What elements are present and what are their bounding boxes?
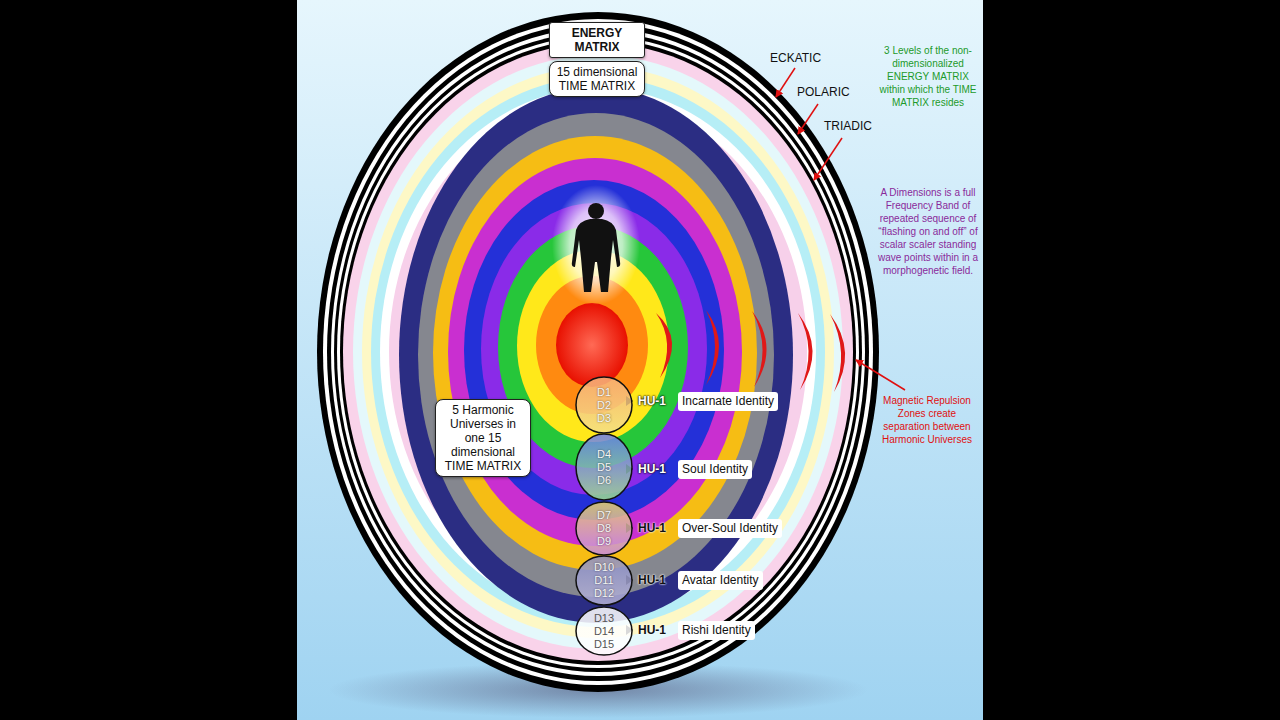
dimension-ellipse: D7D8D9 (575, 501, 633, 556)
box-text: 15 dimensional TIME MATRIX (554, 65, 640, 93)
dimension-ellipse: D1D2D3 (575, 376, 633, 434)
dimension-label: D3 (575, 412, 633, 425)
dimension-label: D9 (575, 535, 633, 548)
dimension-label: D5 (575, 461, 633, 474)
identity-label: Soul Identity (678, 460, 752, 479)
harmonic-universe-label: HU-1 (638, 462, 666, 476)
dimension-label: D8 (575, 522, 633, 535)
dimension-label: D1 (575, 386, 633, 399)
box-text: 5 Harmonic Universes in one 15 dimension… (440, 403, 526, 473)
dimension-label: D14 (575, 625, 633, 638)
identity-label: Rishi Identity (678, 621, 755, 640)
dimension-label: D7 (575, 509, 633, 522)
identity-label: Avatar Identity (678, 571, 763, 590)
dimension-ellipse: D4D5D6 (575, 433, 633, 501)
identity-label: Incarnate Identity (678, 392, 778, 411)
dimension-label: D4 (575, 448, 633, 461)
dimension-label: D12 (575, 587, 633, 600)
identity-label: Over-Soul Identity (678, 519, 782, 538)
matrix-level-label: ECKATIC (770, 51, 821, 65)
side-note: A Dimensions is a full Frequency Band of… (876, 186, 980, 277)
label-box: 15 dimensional TIME MATRIX (549, 61, 645, 97)
human-silhouette (572, 203, 620, 292)
dimension-label: D2 (575, 399, 633, 412)
harmonic-universe-label: HU-1 (638, 394, 666, 408)
harmonic-universe-label: HU-1 (638, 521, 666, 535)
dimension-label: D13 (575, 612, 633, 625)
box-text: ENERGY MATRIX (554, 26, 640, 54)
harmonic-universe-label: HU-1 (638, 623, 666, 637)
matrix-level-label: TRIADIC (824, 119, 872, 133)
matrix-level-label: POLARIC (797, 85, 850, 99)
side-note: 3 Levels of the non-dimensionalized ENER… (878, 44, 978, 109)
dimension-label: D10 (575, 561, 633, 574)
dimension-ellipse: D10D11D12 (575, 555, 633, 606)
dimension-ellipse: D13D14D15 (575, 606, 633, 656)
side-note: Magnetic Repulsion Zones create separati… (874, 394, 980, 446)
dimension-label: D6 (575, 474, 633, 487)
dimension-label: D15 (575, 638, 633, 651)
dimension-label: D11 (575, 574, 633, 587)
repulsion-crescent (656, 310, 845, 392)
harmonic-universe-label: HU-1 (638, 573, 666, 587)
label-box: ENERGY MATRIX (549, 22, 645, 58)
label-box: 5 Harmonic Universes in one 15 dimension… (435, 399, 531, 477)
